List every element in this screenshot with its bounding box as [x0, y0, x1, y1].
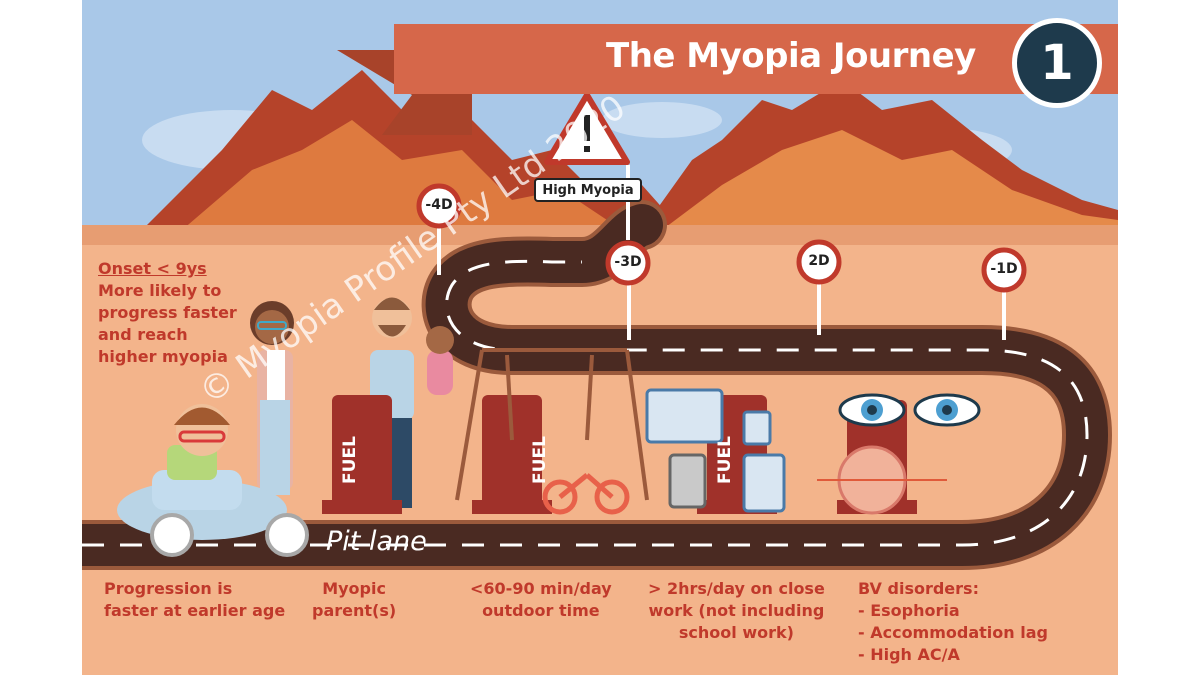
sign-posts: [437, 165, 1006, 340]
factor-outdoor-line-1: <60-90 min/day: [470, 579, 612, 598]
sign-minus2-label: 2D: [808, 253, 830, 269]
devices-icon: [645, 388, 786, 513]
factor-parents-line-1: Myopic: [322, 579, 386, 598]
pit-lane-label: Pit lane: [326, 526, 427, 557]
page-title: The Myopia Journey: [606, 36, 976, 76]
factor-close-work-line-2: work (not including: [648, 601, 825, 620]
factor-outdoor-line-2: outdoor time: [482, 601, 600, 620]
baby-figure: [426, 326, 454, 395]
fuel-label-2: FUEL: [529, 436, 550, 484]
mountain-left-front: [182, 120, 622, 230]
road-dashes: [82, 259, 1089, 547]
swing-set-icon: [455, 348, 649, 501]
bicycle-icon: [542, 473, 630, 515]
fuel-label-3: FUEL: [714, 436, 735, 484]
onset-heading: Onset < 9ys: [98, 259, 207, 278]
factor-bv-line-1: BV disorders:: [858, 579, 979, 598]
onset-line-4: higher myopia: [98, 347, 228, 366]
factor-age-line-2: faster at earlier age: [104, 601, 286, 620]
factor-age: Progression is faster at earlier age: [104, 578, 285, 622]
onset-text: Onset < 9ys More likely to progress fast…: [98, 258, 237, 368]
onset-line-1: More likely to: [98, 281, 222, 300]
factor-bv-disorders: BV disorders: - Esophoria - Accommodatio…: [858, 578, 1048, 666]
step-number-badge: 1: [1012, 18, 1102, 108]
factor-bv-line-3: - Accommodation lag: [858, 623, 1048, 642]
factor-close-work: > 2hrs/day on close work (not including …: [648, 578, 825, 644]
sign-minus1-label: -1D: [990, 261, 1018, 277]
sign-minus3-label: -3D: [614, 254, 642, 270]
sign-minus2-circle: [796, 239, 842, 285]
fuel-label-1: FUEL: [339, 436, 360, 484]
factor-bv-line-2: - Esophoria: [858, 601, 960, 620]
high-myopia-label: High Myopia: [534, 178, 642, 202]
sign-minus3-circle: [605, 240, 651, 286]
factor-close-work-line-1: > 2hrs/day on close: [648, 579, 825, 598]
onset-line-3: and reach: [98, 325, 188, 344]
mother-figure: [250, 301, 294, 495]
factor-age-line-1: Progression is: [104, 579, 233, 598]
title-banner: [394, 24, 1118, 94]
fuel-pump-1: [322, 395, 402, 514]
factor-parents-line-2: parent(s): [312, 601, 397, 620]
factor-parents: Myopic parent(s): [312, 578, 396, 622]
factor-close-work-line-3: school work): [678, 623, 794, 642]
factor-bv-line-4: - High AC/A: [858, 645, 960, 664]
mountain-right-front: [662, 130, 1118, 230]
eyes-icon: [817, 393, 981, 515]
sign-minus1-circle: [981, 247, 1027, 293]
fuel-pump-2: [472, 395, 552, 514]
sign-minus4-label: -4D: [425, 197, 453, 213]
child-in-car: [117, 404, 309, 557]
slide: The Myopia Journey 1 High Myopia -4D -3D…: [82, 0, 1118, 675]
scene-illustration: [82, 0, 1118, 675]
onset-line-2: progress faster: [98, 303, 237, 322]
ground: [82, 225, 1118, 675]
sign-minus4-circle: [416, 183, 462, 229]
factor-outdoor: <60-90 min/day outdoor time: [470, 578, 612, 622]
